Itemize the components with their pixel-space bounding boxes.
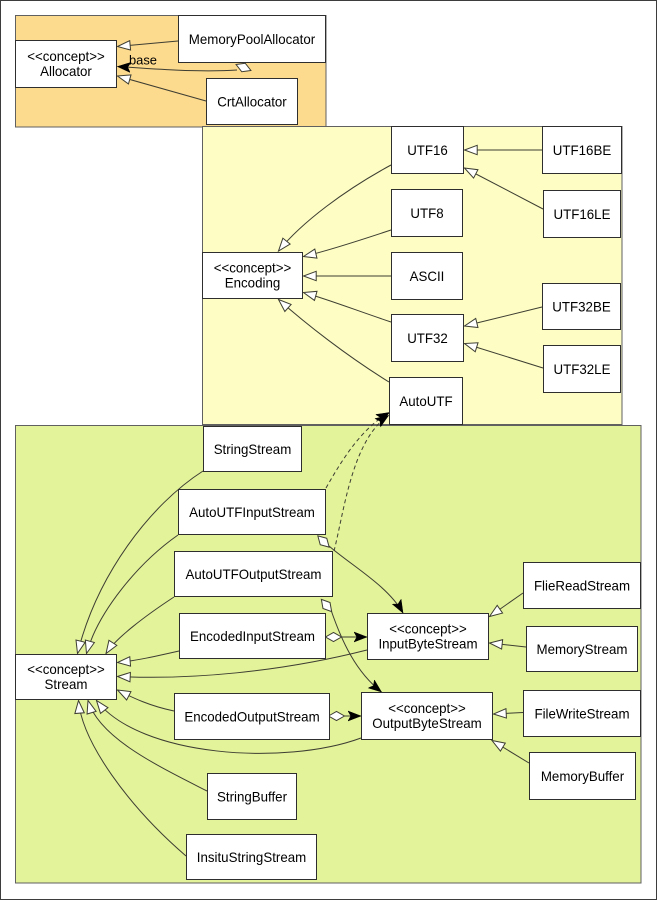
- svg-text:AutoUTF: AutoUTF: [399, 393, 452, 409]
- svg-text:UTF16: UTF16: [407, 142, 448, 158]
- svg-text:UTF32LE: UTF32LE: [554, 361, 611, 377]
- svg-text:<<concept>>: <<concept>>: [389, 621, 467, 637]
- svg-text:EncodedInputStream: EncodedInputStream: [190, 628, 315, 644]
- svg-text:Allocator: Allocator: [40, 63, 92, 79]
- svg-text:UTF16BE: UTF16BE: [553, 142, 611, 158]
- svg-text:MemoryBuffer: MemoryBuffer: [541, 768, 625, 784]
- svg-text:AutoUTFOutputStream: AutoUTFOutputStream: [186, 566, 322, 582]
- svg-text:UTF16LE: UTF16LE: [554, 206, 611, 222]
- svg-text:InsituStringStream: InsituStringStream: [197, 849, 306, 865]
- svg-text:OutputByteStream: OutputByteStream: [372, 715, 481, 731]
- svg-text:<<concept>>: <<concept>>: [214, 260, 292, 276]
- svg-text:UTF32BE: UTF32BE: [552, 298, 610, 314]
- svg-text:EncodedOutputStream: EncodedOutputStream: [184, 708, 319, 724]
- svg-text:StringBuffer: StringBuffer: [217, 788, 287, 804]
- svg-text:MemoryPoolAllocator: MemoryPoolAllocator: [189, 31, 316, 47]
- svg-text:StringStream: StringStream: [214, 441, 292, 457]
- svg-text:base: base: [129, 53, 157, 68]
- svg-text:Stream: Stream: [45, 676, 88, 692]
- svg-text:UTF8: UTF8: [410, 205, 443, 221]
- svg-text:FileWriteStream: FileWriteStream: [534, 705, 629, 721]
- svg-text:<<concept>>: <<concept>>: [27, 48, 105, 64]
- svg-text:Encoding: Encoding: [225, 275, 281, 291]
- svg-text:InputByteStream: InputByteStream: [378, 636, 477, 652]
- svg-text:FlieReadStream: FlieReadStream: [534, 577, 630, 593]
- svg-text:MemoryStream: MemoryStream: [537, 641, 628, 657]
- svg-text:<<concept>>: <<concept>>: [388, 700, 466, 716]
- svg-text:UTF32: UTF32: [407, 330, 448, 346]
- svg-text:AutoUTFInputStream: AutoUTFInputStream: [189, 504, 315, 520]
- svg-text:CrtAllocator: CrtAllocator: [217, 93, 287, 109]
- svg-text:ASCII: ASCII: [410, 268, 445, 284]
- svg-text:<<concept>>: <<concept>>: [27, 661, 105, 677]
